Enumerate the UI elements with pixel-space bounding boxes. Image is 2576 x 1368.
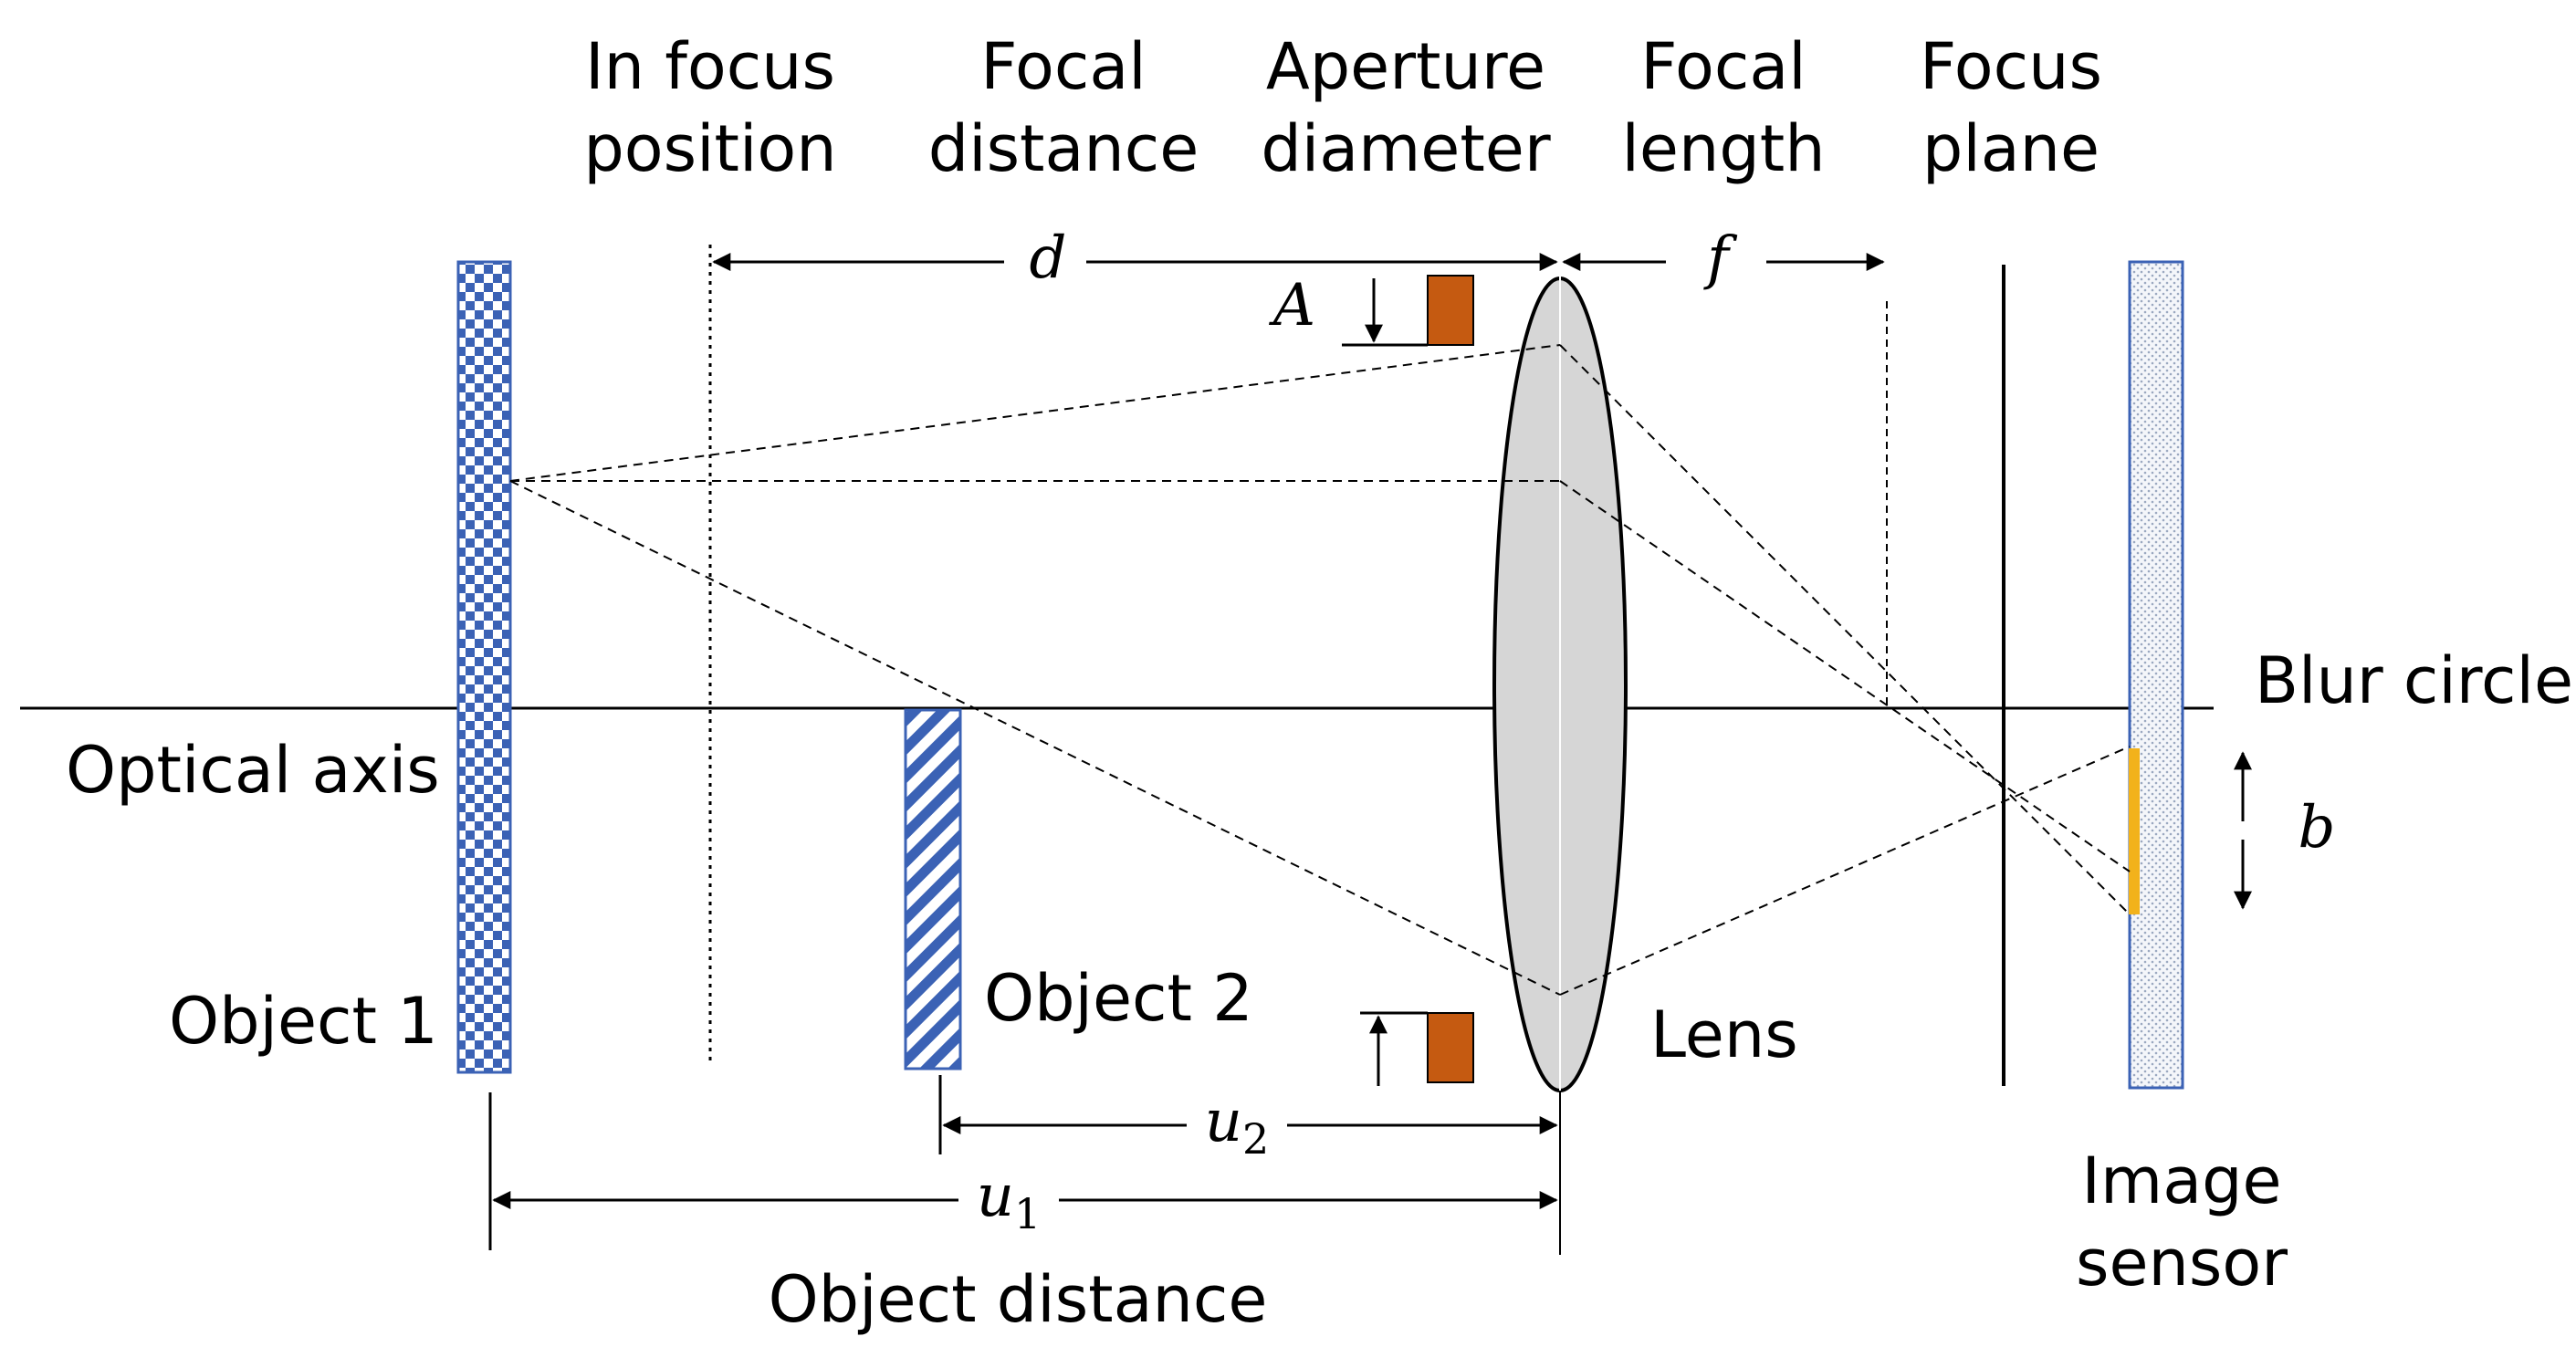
label-in-focus-line1: In focus — [585, 29, 835, 104]
aperture-stop-top — [1427, 275, 1474, 346]
aperture-symbol: A — [1269, 272, 1315, 339]
u1-symbol: u1 — [977, 1163, 1042, 1238]
label-focus-plane-line2: plane — [1922, 111, 2100, 186]
label-aperture-line1: Aperture — [1266, 29, 1545, 104]
label-image-sensor-line2: sensor — [2076, 1226, 2288, 1300]
label-focal-distance-line2: distance — [928, 111, 1199, 186]
label-blur-circle: Blur circle — [2255, 643, 2573, 718]
label-in-focus-line2: position — [583, 111, 836, 186]
blur-circle-mark — [2129, 748, 2140, 914]
d-symbol: d — [1030, 225, 1067, 292]
label-aperture-line2: diameter — [1261, 111, 1551, 186]
label-object-distance: Object distance — [769, 1262, 1268, 1337]
label-focal-length-line1: Focal — [1640, 29, 1806, 104]
object-1 — [456, 260, 512, 1074]
light-rays — [509, 344, 2131, 996]
object-2 — [904, 708, 962, 1070]
u2-symbol: u2 — [1205, 1088, 1270, 1164]
label-focus-plane-line1: Focus — [1920, 29, 2102, 104]
label-object-2: Object 2 — [984, 961, 1253, 1036]
f-symbol: f — [1703, 225, 1738, 292]
label-lens: Lens — [1650, 997, 1798, 1072]
label-image-sensor-line1: Image — [2081, 1143, 2281, 1218]
label-focal-distance-line1: Focal — [980, 29, 1146, 104]
label-object-1: Object 1 — [169, 984, 438, 1059]
label-optical-axis: Optical axis — [66, 733, 440, 808]
image-sensor — [2128, 260, 2184, 1090]
aperture-stop-bottom — [1427, 1012, 1474, 1083]
label-focal-length-line2: length — [1621, 111, 1825, 186]
b-symbol: b — [2299, 794, 2336, 862]
